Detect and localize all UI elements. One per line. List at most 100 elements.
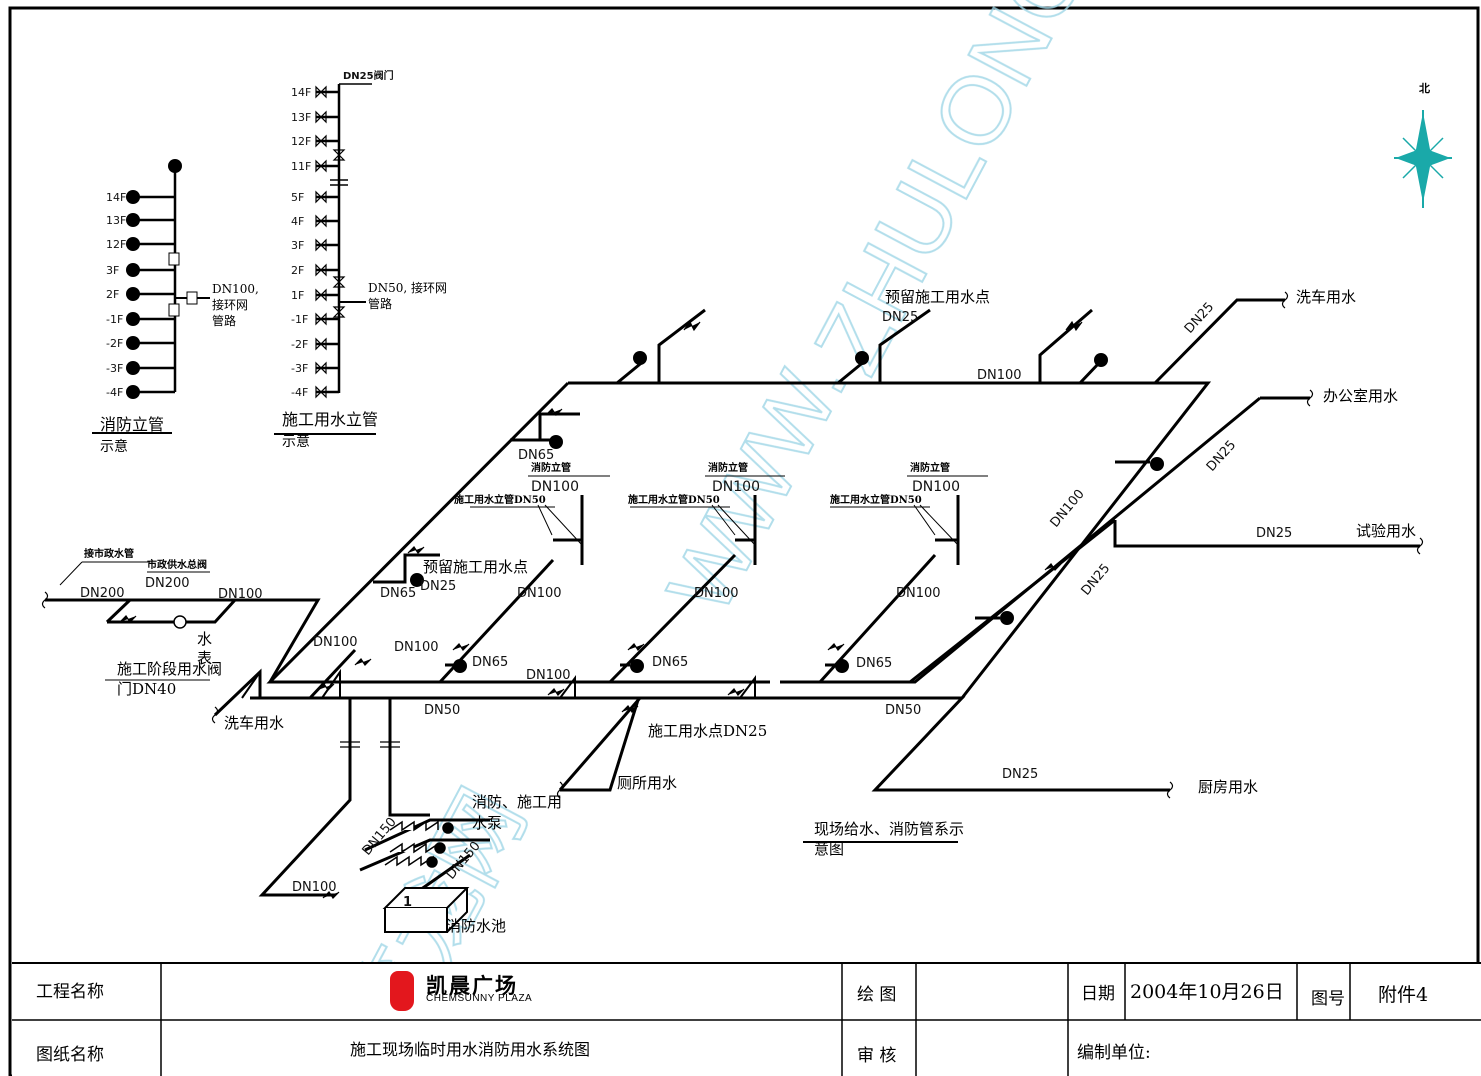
- svg-text:DN25: DN25: [1002, 767, 1038, 782]
- fire-riser-caption-2: 示意: [100, 438, 128, 455]
- svg-text:3F: 3F: [291, 239, 304, 252]
- reserve-point-top: 预留施工用水点: [885, 288, 990, 306]
- fire-riser-schematic: [136, 168, 210, 394]
- stage-valve-1: 施工阶段用水阀: [117, 660, 222, 678]
- meter-label-1: 水: [197, 630, 212, 648]
- svg-text:ZHULONG.COM: ZHULONG.COM: [794, 0, 1226, 390]
- north-compass-icon: [1394, 110, 1452, 208]
- fire-riser-note: DN100, 接环网 管路: [212, 282, 259, 328]
- svg-text:4F: 4F: [291, 215, 304, 228]
- logo-chinese: 凯晨广场: [426, 973, 518, 998]
- north-label: 北: [1419, 81, 1430, 95]
- wavy-end-marks: [41, 291, 1424, 799]
- svg-text:-2F: -2F: [106, 337, 123, 350]
- svg-text:13F: 13F: [291, 111, 311, 124]
- drawing-no-label: 图号: [1311, 989, 1345, 1009]
- logo-english: CHEMSUNNY PLAZA: [426, 993, 533, 1004]
- fire-water-tank-icon: [382, 887, 470, 933]
- project-name-label: 工程名称: [36, 982, 104, 1002]
- pump-label-1: 消防、施工用: [472, 793, 562, 811]
- svg-text:2F: 2F: [291, 264, 304, 277]
- construction-riser-caption: 施工用水立管: [282, 410, 378, 429]
- tank-label: 消防水池: [446, 917, 506, 935]
- svg-text:11F: 11F: [291, 160, 311, 173]
- svg-text:1F: 1F: [291, 289, 304, 302]
- svg-text:-4F: -4F: [291, 386, 308, 399]
- svg-text:-1F: -1F: [291, 313, 308, 326]
- svg-text:DN50, 接环网: DN50, 接环网: [368, 280, 447, 295]
- svg-text:2F: 2F: [106, 288, 119, 301]
- svg-text:DN25: DN25: [1256, 526, 1292, 541]
- svg-text:接市政水管: 接市政水管: [84, 547, 134, 560]
- hydrant-icons: [410, 351, 1164, 673]
- svg-text:12F: 12F: [106, 238, 126, 251]
- svg-text:12F: 12F: [291, 135, 311, 148]
- svg-text:DN50: DN50: [424, 703, 460, 718]
- svg-text:DN100: DN100: [912, 479, 960, 495]
- sheet-border: [8, 6, 1480, 1076]
- gate-valve-icons: [315, 85, 346, 399]
- office-water: 办公室用水: [1323, 387, 1398, 405]
- svg-text:消防立管: 消防立管: [531, 461, 571, 474]
- fire-riser-floor-labels: 14F 13F 12F 3F 2F -1F -2F -3F -4F: [106, 191, 126, 399]
- chemsunny-logo-icon: [390, 971, 414, 1011]
- svg-text:市政供水总阀: 市政供水总阀: [147, 558, 207, 571]
- svg-text:DN100: DN100: [517, 586, 562, 601]
- check-valve-icons: [241, 668, 756, 699]
- svg-text:1: 1: [403, 895, 412, 910]
- pump-label-2: 水泵: [472, 814, 502, 832]
- riser-top-valve-label: DN25阀门: [343, 69, 394, 82]
- svg-text:管路: 管路: [368, 296, 392, 311]
- drawing-name-label: 图纸名称: [36, 1045, 104, 1065]
- svg-text:3F: 3F: [106, 264, 119, 277]
- main-caption-2: 意图: [814, 840, 844, 858]
- svg-text:DN65: DN65: [472, 655, 508, 670]
- water-meter-icon: [173, 615, 187, 629]
- svg-text:DN100: DN100: [394, 640, 439, 655]
- construction-point: 施工用水点DN25: [648, 722, 767, 740]
- fire-riser-caption: 消防立管: [100, 415, 164, 434]
- svg-text:DN65: DN65: [380, 586, 416, 601]
- svg-text:DN25: DN25: [420, 579, 456, 594]
- svg-text:施工用水立管DN50: 施工用水立管DN50: [628, 493, 720, 506]
- svg-text:接环网: 接环网: [212, 297, 248, 312]
- kitchen-water: 厨房用水: [1198, 778, 1258, 796]
- drawing-name-value: 施工现场临时用水消防用水系统图: [350, 1040, 591, 1059]
- svg-text:消防立管: 消防立管: [910, 461, 950, 474]
- svg-text:DN25: DN25: [1079, 561, 1114, 598]
- riser-labels: 消防立管 施工用水立管DN50 消防立管 施工用水立管DN50 消防立管 施工用…: [84, 461, 950, 571]
- svg-text:DN100: DN100: [977, 368, 1022, 383]
- pump-icons: [384, 820, 454, 868]
- svg-text:DN25: DN25: [1204, 438, 1239, 475]
- svg-text:-3F: -3F: [106, 362, 123, 375]
- svg-text:DN65: DN65: [856, 656, 892, 671]
- svg-text:13F: 13F: [106, 214, 126, 227]
- svg-text:DN65: DN65: [652, 655, 688, 670]
- svg-text:DN100: DN100: [712, 479, 760, 495]
- svg-text:-3F: -3F: [291, 362, 308, 375]
- date-value: 2004年10月26日: [1130, 981, 1284, 1003]
- svg-text:DN100,: DN100,: [212, 282, 259, 296]
- draw-label: 绘 图: [857, 985, 897, 1005]
- drawing-no-value: 附件4: [1378, 984, 1429, 1006]
- svg-text:14F: 14F: [291, 86, 311, 99]
- stage-valve-2: 门DN40: [117, 680, 176, 698]
- svg-text:-4F: -4F: [106, 386, 123, 399]
- dn-labels: DN25 DN100 DN25 DN25 DN50 DN65 DN65 DN25…: [80, 310, 1292, 910]
- svg-text:DN100: DN100: [896, 586, 941, 601]
- title-block: 工程名称 图纸名称 凯晨广场 CHEMSUNNY PLAZA 施工现场临时用水消…: [12, 962, 1481, 1076]
- svg-text:DN100: DN100: [526, 668, 571, 683]
- svg-text:施工用水立管DN50: 施工用水立管DN50: [830, 493, 922, 506]
- main-caption-1: 现场给水、消防管系示: [814, 820, 964, 838]
- svg-text:-1F: -1F: [106, 313, 123, 326]
- svg-text:DN100: DN100: [531, 479, 579, 495]
- svg-text:消防立管: 消防立管: [708, 461, 748, 474]
- svg-text:DN100: DN100: [1048, 487, 1088, 531]
- test-water: 试验用水: [1356, 522, 1416, 540]
- svg-text:5F: 5F: [291, 191, 304, 204]
- leader-lines: [59, 475, 988, 586]
- construction-riser-floor-labels: 14F 13F 12F 11F 5F 4F 3F 2F 1F -1F -2F -…: [291, 86, 311, 399]
- svg-text:14F: 14F: [106, 191, 126, 204]
- svg-text:DN50: DN50: [885, 703, 921, 718]
